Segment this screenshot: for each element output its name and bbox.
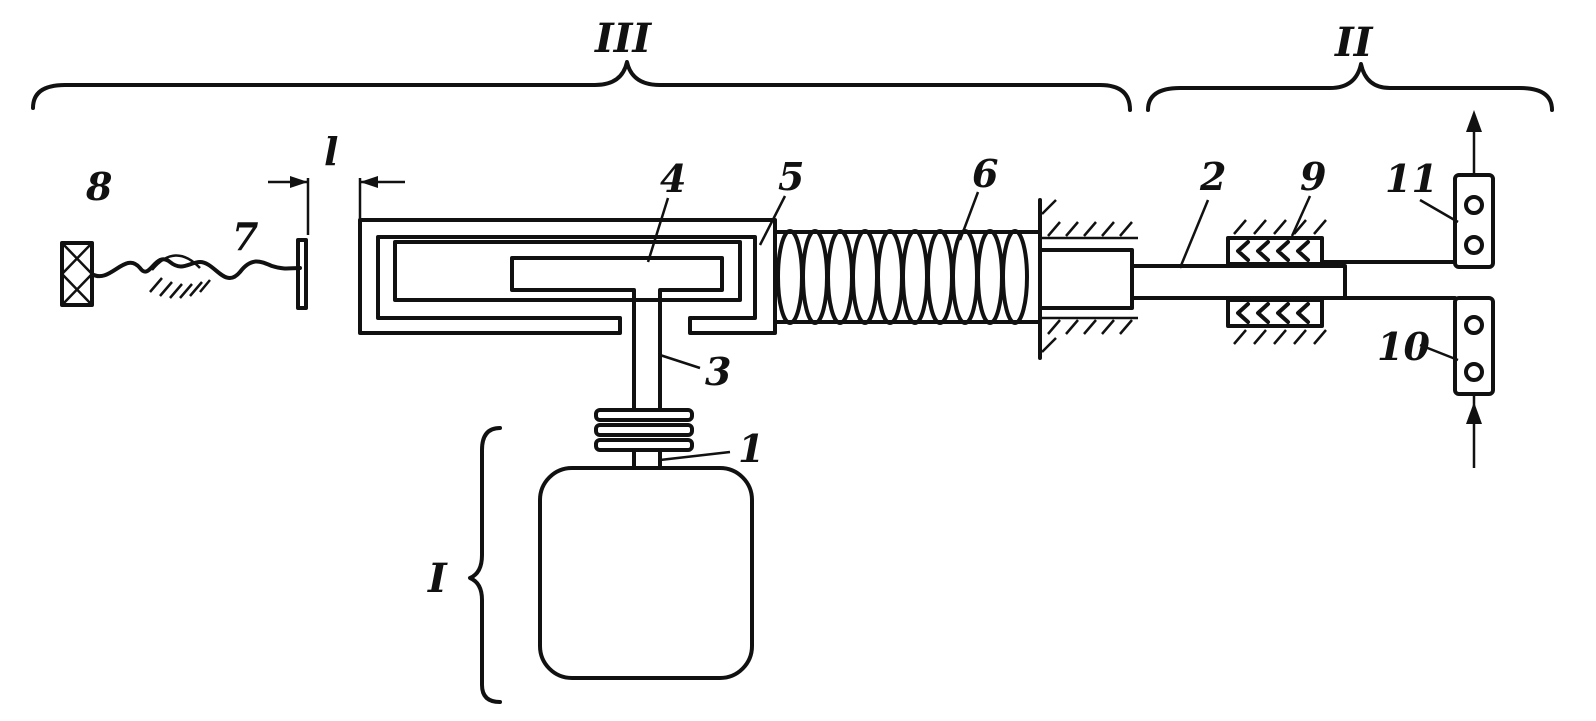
part-3-shaft xyxy=(632,298,662,412)
part-6-bellows xyxy=(773,229,1042,325)
leader-part-9 xyxy=(1290,195,1312,237)
motor-body xyxy=(538,466,754,680)
leader-part-4 xyxy=(646,197,670,263)
part-2-rod xyxy=(1130,264,1347,300)
leader-part-3 xyxy=(659,353,701,370)
part-8-block xyxy=(60,241,94,307)
leader-part-5 xyxy=(758,195,787,246)
label-part-9: 9 xyxy=(1300,154,1326,199)
label-part-2: 2 xyxy=(1199,154,1226,199)
label-part-6: 6 xyxy=(972,151,998,196)
brace-section-ii xyxy=(1146,62,1554,112)
leader-part-2 xyxy=(1178,199,1210,269)
label-part-11: 11 xyxy=(1385,156,1438,201)
leader-part-1 xyxy=(659,450,731,462)
part-1-coupling xyxy=(594,408,694,470)
label-part-3: 3 xyxy=(705,349,731,394)
part-7-cable xyxy=(90,257,302,280)
dimension-l xyxy=(268,176,405,235)
label-part-1: 1 xyxy=(738,426,764,471)
label-section-ii: II xyxy=(1334,19,1374,66)
leader-part-6 xyxy=(958,191,980,241)
label-section-iii: III xyxy=(594,15,652,62)
label-dimension-l: l xyxy=(324,129,338,174)
leader-part-10 xyxy=(1419,343,1459,362)
part-5-housing xyxy=(358,218,777,335)
label-section-i: I xyxy=(427,555,448,602)
part-10-lower-contact xyxy=(1453,296,1495,468)
part-4-t-head xyxy=(510,256,724,302)
label-part-5: 5 xyxy=(778,154,804,199)
cable-guide-hatch xyxy=(149,254,211,299)
brace-section-iii xyxy=(31,60,1132,112)
label-part-8: 8 xyxy=(85,164,112,209)
label-part-4: 4 xyxy=(660,156,686,201)
part-9-gland-seal xyxy=(1226,219,1327,345)
label-part-10: 10 xyxy=(1377,324,1430,369)
leader-part-11 xyxy=(1419,198,1459,224)
label-part-7: 7 xyxy=(232,214,258,259)
part-11-upper-contact xyxy=(1453,110,1495,269)
part-7-end-plate xyxy=(296,238,308,310)
fixed-wall-support xyxy=(1038,198,1138,360)
housing-inner-slot xyxy=(393,240,742,302)
brace-section-i xyxy=(468,426,502,704)
